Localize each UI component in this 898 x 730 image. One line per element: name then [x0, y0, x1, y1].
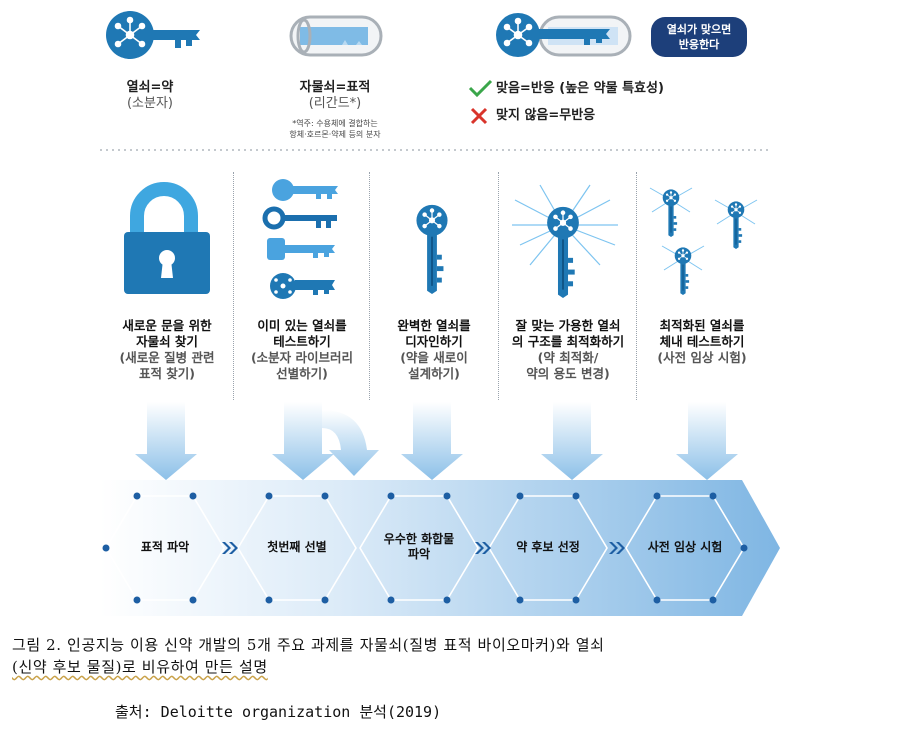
pipeline-stage-4: 약 후보 선정 — [516, 540, 580, 554]
key-library-icon — [262, 179, 338, 299]
step-title-line-1: 이미 있는 열쇠를 — [257, 318, 347, 333]
check-icon — [468, 79, 493, 98]
step-sub-line-2: 선별하기) — [276, 366, 328, 381]
hex-vertex-dots — [102, 492, 748, 604]
flow-arrows — [135, 402, 738, 480]
step-title-line-1: 완벽한 열쇠를 — [397, 318, 471, 333]
legend-lock-note-2: 항체·호르몬·약제 등의 분자 — [289, 130, 381, 139]
step-title-line-2: 의 구조를 최적화하기 — [511, 334, 625, 349]
step-title-line-1: 새로운 문을 위한 — [122, 318, 212, 333]
in-vivo-keys-icon — [649, 187, 758, 295]
step-sub-line-1: (소분자 라이브러리 — [250, 350, 354, 365]
column-divider — [369, 172, 370, 400]
pipeline-stage-3-line-2: 파악 — [407, 547, 431, 561]
padlock-icon — [124, 182, 210, 294]
legend-match-yes: 맞음=반응 (높은 약물 특효성) — [496, 81, 664, 96]
step-title-line-2: 디자인하기 — [405, 334, 463, 349]
column-divider — [233, 172, 234, 400]
figure-caption: 그림 2. 인공지능 이용 신약 개발의 5개 주요 과제를 자물쇠(질병 표적… — [12, 634, 888, 678]
optimized-key-burst-icon — [512, 184, 618, 298]
step-sub-line-1: (새로운 질병 관련 — [119, 350, 215, 365]
legend-lock-note-1: *역주: 수용체에 결합하는 — [292, 119, 378, 128]
step-sub-line-1: (약 최적화/ — [537, 350, 599, 365]
legend-lock-sub: (리간드*) — [308, 96, 362, 111]
step-title-line-2: 테스트하기 — [273, 334, 331, 349]
pipeline-stage-3-line-1: 우수한 화합물 — [383, 532, 455, 546]
legend-pill: 열쇠가 맞으면 반응한다 — [651, 17, 747, 57]
step-title-line-2: 체내 테스트하기 — [659, 334, 745, 349]
column-divider — [498, 172, 499, 400]
step-title-line-1: 최적화된 열쇠를 — [659, 318, 745, 333]
pipeline-stage-1: 표적 파악 — [140, 540, 190, 554]
legend-lock-title: 자물쇠=표적 — [299, 80, 371, 95]
legend-lock-text: 자물쇠=표적 (리간드*) *역주: 수용체에 결합하는 항체·호르몬·약제 등… — [260, 80, 410, 140]
legend-pill-line-2: 반응한다 — [678, 38, 720, 51]
step-5-text: 최적화된 열쇠를 체내 테스트하기 (사전 임상 시험) — [637, 318, 767, 366]
step-sub-line-2: 표적 찾기) — [138, 366, 196, 381]
step-sub-line-2: 약의 용도 변경) — [526, 366, 610, 381]
legend-match-no: 맞지 않음=무반응 — [496, 108, 596, 123]
figure-source: 출처: Deloitte organization 분석(2019) — [115, 703, 442, 721]
step-title-line-2: 자물쇠 찾기 — [136, 334, 198, 349]
legend-key-icon — [106, 11, 200, 59]
legend-lock-cylinder-icon — [289, 15, 383, 57]
step-title-line-1: 잘 맞는 가용한 열쇠 — [515, 318, 621, 333]
legend-key-title: 열쇠=약 — [126, 80, 174, 95]
caption-line-1: 그림 2. 인공지능 이용 신약 개발의 5개 주요 과제를 자물쇠(질병 표적… — [12, 636, 605, 654]
legend-key-sub: (소분자) — [126, 96, 174, 111]
step-sub-line-2: 설계하기) — [408, 366, 460, 381]
caption-line-2: (신약 후보 물질)로 비유하여 만든 설명 — [12, 658, 268, 676]
step-2-text: 이미 있는 열쇠를 테스트하기 (소분자 라이브러리 선별하기) — [235, 318, 369, 382]
legend-key-in-lock-icon — [496, 13, 632, 57]
step-3-text: 완벽한 열쇠를 디자인하기 (약을 새로이 설계하기) — [370, 318, 498, 382]
step-sub-line-1: (약을 새로이 — [400, 350, 468, 365]
pipeline-band — [100, 480, 780, 616]
column-divider — [636, 172, 637, 400]
pipeline-stage-2: 첫번째 선별 — [267, 540, 327, 554]
step-sub-line-1: (사전 임상 시험) — [657, 350, 747, 365]
step-1-text: 새로운 문을 위한 자물쇠 찾기 (새로운 질병 관련 표적 찾기) — [100, 318, 234, 382]
step-4-text: 잘 맞는 가용한 열쇠 의 구조를 최적화하기 (약 최적화/ 약의 용도 변경… — [499, 318, 637, 382]
chevron-icons — [222, 542, 625, 554]
legend-pill-line-1: 열쇠가 맞으면 — [666, 23, 732, 36]
designed-key-icon — [415, 204, 449, 294]
pipeline-stage-5: 사전 임상 시험 — [647, 540, 723, 554]
legend-key-text: 열쇠=약 (소분자) — [100, 80, 200, 112]
cross-icon — [470, 107, 488, 125]
